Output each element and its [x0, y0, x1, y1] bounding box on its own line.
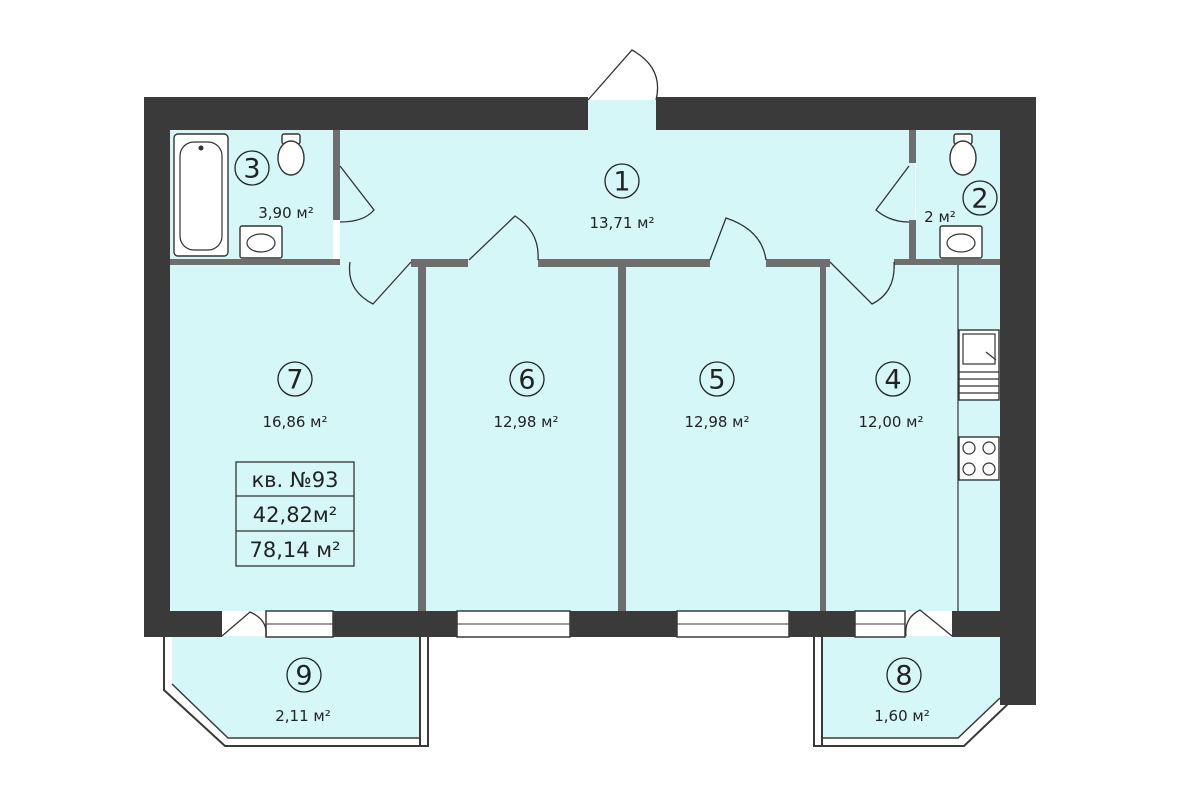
room-area: 3,90 м² [258, 204, 314, 222]
partition-7-6 [418, 259, 426, 611]
room-label-5: 5 12,98 м² [684, 361, 750, 431]
wall-top-right [656, 97, 1036, 130]
wall-bottom-a [144, 611, 222, 637]
door-balcony-8-icon [905, 609, 953, 637]
partition-5-4 [820, 259, 826, 611]
partition-1-67a [411, 259, 468, 267]
door-room-7-icon [348, 261, 412, 305]
partition-3-7 [170, 259, 340, 265]
apartment-number: кв. №93 [252, 468, 339, 492]
balcony-9 [163, 636, 429, 747]
room-9-fill [172, 636, 420, 738]
room-label-1: 1 13,71 м² [589, 163, 655, 232]
exterior-walls [144, 97, 1036, 705]
partition-2-1-low [909, 220, 916, 265]
room-area: 2 м² [924, 208, 956, 226]
room-label-6: 6 12,98 м² [493, 361, 559, 431]
balcony-8-glazing [822, 697, 1001, 739]
door-balcony-9-icon [221, 611, 267, 637]
door-entrance-icon [587, 49, 659, 101]
apartment-total-area: 78,14 м² [249, 538, 340, 562]
partition-1-54 [766, 259, 830, 267]
toilet-icon [949, 133, 977, 176]
wall-bottom-b [333, 611, 457, 637]
partition-6-5 [618, 259, 626, 611]
room-area: 12,00 м² [858, 413, 923, 431]
wall-bottom-e [952, 611, 1036, 637]
door-room-2-icon [875, 165, 910, 223]
partition-2-4 [894, 259, 1000, 265]
room-number: 8 [895, 661, 912, 692]
door-room-6-icon [468, 215, 539, 261]
room-number: 9 [295, 661, 312, 692]
room-area: 16,86 м² [262, 413, 327, 431]
toilet-icon [277, 133, 305, 176]
room-number: 6 [518, 365, 535, 396]
room-number: 5 [708, 365, 725, 396]
door-room-5-icon [709, 217, 767, 261]
apartment-info-panel: кв. №93 42,82м² 78,14 м² [235, 461, 355, 567]
room-area: 12,98 м² [493, 413, 558, 431]
wall-top-left [144, 97, 588, 130]
room-label-4: 4 12,00 м² [858, 361, 924, 431]
door-room-3-icon [339, 165, 375, 223]
partition-2-1 [909, 130, 916, 163]
room-area: 13,71 м² [589, 214, 654, 232]
windows [265, 610, 906, 638]
sink-icon [239, 225, 283, 259]
room-area: 2,11 м² [275, 707, 331, 725]
interior-walls [170, 130, 1000, 611]
balcony-8-outline [813, 636, 1009, 747]
room-label-2: 2 2 м² [924, 180, 998, 226]
bathtub-icon [173, 133, 229, 257]
wall-right [1000, 97, 1036, 705]
room-label-3: 3 3,90 м² [234, 150, 314, 222]
room-label-9: 9 2,11 м² [275, 657, 331, 725]
room-5-fill [626, 263, 820, 611]
room-number: 7 [286, 365, 303, 396]
kitchen-sink-icon [958, 329, 1000, 401]
wall-bottom-d [789, 611, 855, 637]
stove-icon [958, 436, 1000, 481]
room-number: 2 [971, 184, 988, 215]
wall-bottom-c [570, 611, 677, 637]
room-number: 1 [613, 167, 630, 198]
room-area: 12,98 м² [684, 413, 749, 431]
door-room-4-icon [829, 261, 895, 305]
room-area: 1,60 м² [874, 707, 930, 725]
balcony-9-outline [163, 636, 429, 747]
balcony-9-glazing [171, 683, 420, 739]
room-label-7: 7 16,86 м² [262, 361, 328, 431]
room-8-fill [822, 636, 1000, 738]
sink-icon [939, 225, 983, 259]
partition-3-1 [333, 130, 340, 220]
doors [221, 49, 953, 637]
wall-left [144, 97, 170, 637]
room-6-fill [426, 263, 618, 611]
room-number: 4 [884, 365, 901, 396]
room-number: 3 [243, 154, 260, 185]
room-label-8: 8 1,60 м² [874, 657, 930, 725]
apartment-living-area: 42,82м² [253, 503, 337, 527]
balcony-8 [813, 636, 1009, 747]
